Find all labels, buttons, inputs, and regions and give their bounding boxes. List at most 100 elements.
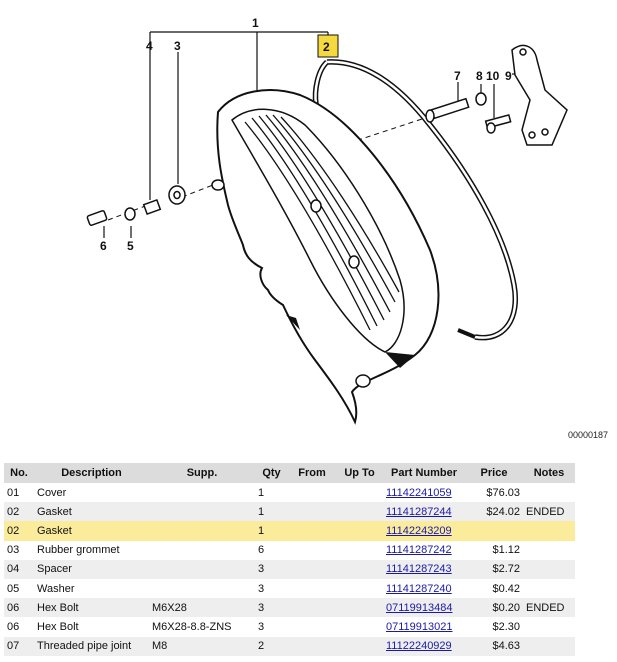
cell-price: $2.30 [492,620,520,633]
cell-from [288,521,336,541]
cell-description: Cover [37,486,67,499]
cell-qty: 1 [255,521,288,541]
table-row[interactable]: 02 Gasket 1 11141287244 $24.02 ENDED [4,502,575,522]
cell-supp: M6X28 [149,598,255,618]
cell-upto [336,559,383,579]
part-number-link[interactable]: 11141287244 [386,505,452,518]
callout-7[interactable]: 7 [454,69,461,83]
callout-2-highlight [317,34,339,58]
callout-5[interactable]: 5 [127,239,134,253]
header-upto: Up To [336,463,383,483]
callout-6[interactable]: 6 [100,239,107,253]
cell-notes [523,521,575,541]
cell-notes [523,579,575,598]
table-row[interactable]: 05 Washer 3 11141287240 $0.42 [4,579,575,598]
callout-9[interactable]: 9 [505,69,512,83]
callout-4[interactable]: 4 [146,39,153,53]
parts-diagram: 1 2 3 4 5 6 7 8 9 10 [86,16,568,425]
cell-supp [149,559,255,579]
cell-supp [149,579,255,598]
cell-upto [336,541,383,560]
header-qty: Qty [255,463,288,483]
cell-supp [149,541,255,560]
cell-price: $4.63 [465,636,523,656]
header-part-number: Part Number [383,463,465,483]
callout-10[interactable]: 10 [486,69,500,83]
cell-notes [523,483,575,502]
table-row[interactable]: 01 Cover 1 11142241059 $76.03 [4,483,575,502]
cell-supp: M6X28-8.8-ZNS [152,620,232,633]
cell-qty: 3 [255,598,288,618]
header-supp: Supp. [149,463,255,483]
diagram-id: 00000187 [568,430,609,440]
cell-upto [336,636,383,656]
cell-description: Gasket [34,502,149,522]
table-row[interactable]: 06 Hex Bolt M6X28-8.8-ZNS 3 07119913021 … [4,617,575,636]
cell-qty: 2 [255,636,288,656]
callout-leaders [103,31,521,238]
part-number-link[interactable]: 11142241059 [386,486,452,499]
cell-upto [336,617,383,636]
cell-upto [336,502,383,522]
cell-from [288,559,336,579]
header-no: No. [4,463,34,483]
cell-qty: 1 [258,486,265,499]
cell-from [288,598,336,618]
callout-2[interactable]: 2 [323,40,330,54]
table-row[interactable]: 07 Threaded pipe joint M8 2 11122240929 … [4,636,575,656]
right-hardware-drawing [425,44,568,146]
cell-qty: 3 [258,620,265,633]
table-row[interactable]: 06 Hex Bolt M6X28 3 07119913484 $0.20 EN… [4,598,575,618]
cell-from [288,502,336,522]
header-price: Price [465,463,523,483]
cell-qty: 1 [255,502,288,522]
cell-description: Hex Bolt [34,598,149,618]
cell-upto [336,521,383,541]
table-row[interactable]: 04 Spacer 3 11141287243 $2.72 [4,559,575,579]
cell-notes: ENDED [523,502,575,522]
callouts: 1 2 3 4 5 6 7 8 9 10 [100,16,512,253]
cell-notes [523,617,575,636]
cell-upto [336,598,383,618]
cell-notes [523,636,575,656]
callout-8[interactable]: 8 [476,69,483,83]
cell-no: 07 [4,636,34,656]
gasket-drawing [312,59,518,341]
cell-no: 04 [4,559,34,579]
cell-supp: M8 [149,636,255,656]
part-number-link[interactable]: 11141287240 [386,582,452,595]
cell-price: $0.42 [492,582,520,595]
cell-no: 01 [7,486,20,499]
left-hardware-drawing [86,185,186,226]
cell-from [288,483,336,502]
cell-supp [149,502,255,522]
cell-description: Washer [37,582,75,595]
part-number-link[interactable]: 11122240929 [386,640,452,653]
cell-qty: 3 [255,559,288,579]
cell-no: 02 [4,502,34,522]
part-number-link[interactable]: 07119913021 [386,620,453,633]
cell-from [288,541,336,560]
cell-price [465,521,523,541]
header-description: Description [34,463,149,483]
table-row[interactable]: 03 Rubber grommet 6 11141287242 $1.12 [4,541,575,560]
cell-notes [523,541,575,560]
cell-no: 06 [4,598,34,618]
part-number-link[interactable]: 11141287242 [386,544,452,557]
cell-upto [336,579,383,598]
cell-description: Hex Bolt [37,620,79,633]
callout-1[interactable]: 1 [252,16,259,30]
cell-no: 02 [4,521,34,541]
cell-price: $76.03 [486,486,520,499]
part-number-link[interactable]: 11141287243 [386,563,452,576]
cell-price: $0.20 [465,598,523,618]
part-number-link[interactable]: 11142243209 [386,524,452,537]
part-number-link[interactable]: 07119913484 [386,601,453,614]
cell-description: Gasket [34,521,149,541]
table-row-highlighted[interactable]: 02 Gasket 1 11142243209 [4,521,575,541]
header-from: From [288,463,336,483]
cell-no: 05 [7,582,20,595]
cell-from [288,636,336,656]
callout-3[interactable]: 3 [174,39,181,53]
cell-price: $1.12 [492,544,520,557]
